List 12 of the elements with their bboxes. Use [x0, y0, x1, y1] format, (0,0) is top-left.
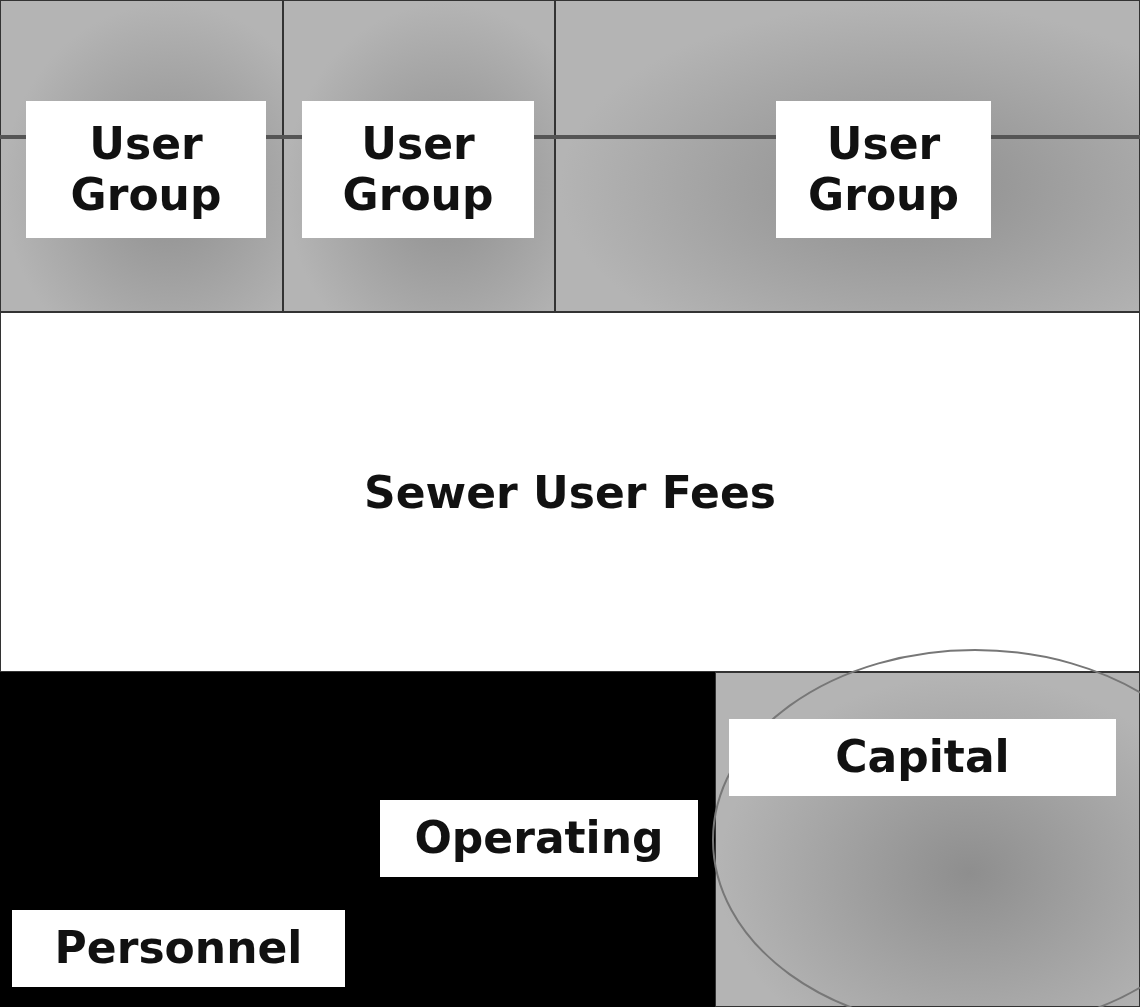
text-label: Personnel [12, 910, 345, 987]
grid-cell [555, 0, 1140, 312]
cell-label: Capital [729, 719, 1116, 796]
cell-label: User Group [302, 101, 534, 238]
grid-cell [0, 0, 283, 312]
fee-band [0, 312, 1140, 672]
cell-label: User Group [776, 101, 991, 238]
band-label: Sewer User Fees [364, 466, 776, 518]
grid-cell [283, 0, 555, 312]
cell-label: User Group [26, 101, 266, 238]
filled-panel [0, 672, 715, 1007]
text-label: Operating [380, 800, 698, 877]
